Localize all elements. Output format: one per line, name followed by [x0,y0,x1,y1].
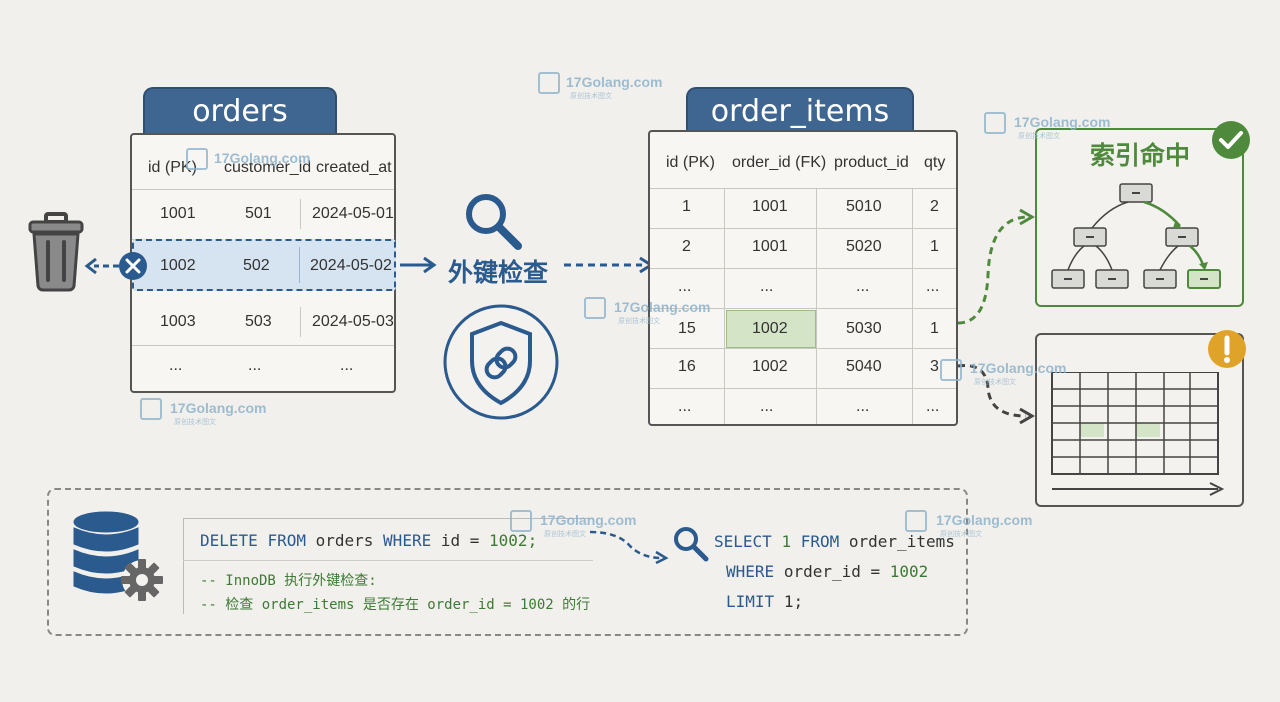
select-sql-line-1: SELECT 1 FROM order_items [714,532,955,551]
select-sql-line-2: WHERE order_id = 1002 [726,562,929,581]
watermark-sub: 原创技术图文 [174,418,216,426]
table-row: ... [678,398,692,415]
warning-icon [1208,330,1246,368]
watermark: 17Golang.com [936,512,1033,528]
table-cell: ... [340,357,354,374]
sql-panel [47,488,968,636]
watermark-logo-icon [140,398,162,420]
trash-icon [28,212,84,292]
row-to-check-arrow [400,256,437,274]
items-header-order-id: order_id (FK) [732,154,827,171]
watermark-logo-icon [984,112,1006,134]
table-cell: 2024-05-03 [312,313,394,330]
table-cell: 5020 [846,238,882,255]
select-sql-line-3: LIMIT 1; [726,592,804,611]
table-cell: 5030 [846,320,882,337]
watermark-sub: 原创技术图文 [974,378,1016,386]
btree-index-icon [1051,183,1221,289]
watermark-logo-icon [186,148,208,170]
table-row: 15 [678,320,696,337]
deleted-row-customer-id: 502 [243,257,270,274]
watermark: 17Golang.com [540,512,637,528]
fk-match-cell: 1002 [752,320,788,337]
index-hit-arrow [957,208,1035,325]
sql-search-icon [674,527,709,562]
table-cell: 1 [930,320,939,337]
watermark-sub: 原创技术图文 [1018,132,1060,140]
table-cell: ... [926,278,940,295]
table-row: 1003 [160,313,196,330]
items-header-id: id (PK) [666,154,715,171]
watermark-logo-icon [538,72,560,94]
order-items-table-title: order_items [686,87,914,133]
table-cell: 3 [930,358,939,375]
watermark: 17Golang.com [1014,114,1111,130]
watermark-logo-icon [905,510,927,532]
sql-comment-1: -- InnoDB 执行外键检查: [200,573,377,589]
delete-sql-line: DELETE FROM orders WHERE id = 1002; [200,531,538,550]
shield-link-icon [443,304,559,420]
deleted-row-id: 1002 [160,257,196,274]
database-gear-icon [73,511,163,601]
table-cell: ... [760,398,774,415]
watermark-logo-icon [584,297,606,319]
table-cell: 1001 [752,238,788,255]
table-cell: 1001 [752,198,788,215]
orders-header-customer-id: customer_id [224,159,312,176]
table-row: 16 [678,358,696,375]
sql-code-mid-rule [183,560,593,561]
table-cell: ... [926,398,940,415]
deleted-row-created-at: 2024-05-02 [310,257,392,274]
watermark: 17Golang.com [170,400,267,416]
watermark: 17Golang.com [970,360,1067,376]
order-items-table: id (PK) order_id (FK) product_id qty 1 1… [648,130,958,426]
table-cell: 501 [245,205,272,222]
watermark-logo-icon [940,359,962,381]
watermark: 17Golang.com [214,150,311,166]
sql-code-divider [183,518,184,614]
table-cell: ... [856,398,870,415]
table-row: 2 [682,238,691,255]
table-scan-grid-icon [1051,372,1225,496]
watermark-sub: 原创技术图文 [570,92,612,100]
table-row: ... [678,278,692,295]
watermark: 17Golang.com [566,74,663,90]
table-cell: ... [760,278,774,295]
table-cell: 5010 [846,198,882,215]
full-scan-arrow [957,363,1035,425]
watermark-sub: 原创技术图文 [940,530,982,538]
orders-header-id: id (PK) [148,159,197,176]
orders-table-title: orders [143,87,337,133]
table-cell: 1002 [752,358,788,375]
sql-comment-2: -- 检查 order_items 是否存在 order_id = 1002 的… [200,597,591,613]
index-hit-label: 索引命中 [1090,141,1191,170]
table-cell: ... [856,278,870,295]
watermark: 17Golang.com [614,299,711,315]
table-row: 1 [682,198,691,215]
orders-header-created-at: created_at [316,159,392,176]
delete-x-icon [119,252,147,280]
sql-flow-arrow [589,530,669,564]
items-header-qty: qty [924,154,946,171]
delete-arrow [84,257,119,275]
watermark-logo-icon [510,510,532,532]
table-cell: 5040 [846,358,882,375]
check-to-items-arrow [564,256,654,274]
fk-match-cell-highlight [726,310,816,348]
table-row: 1001 [160,205,196,222]
sql-code-top-rule [183,518,593,519]
check-icon [1212,121,1250,159]
table-cell: 2 [930,198,939,215]
watermark-sub: 原创技术图文 [544,530,586,538]
table-cell: 503 [245,313,272,330]
fk-check-label: 外键检查 [448,258,549,287]
table-row: ... [169,357,183,374]
table-cell: ... [248,357,262,374]
table-cell: 2024-05-01 [312,205,394,222]
search-icon [466,194,522,250]
items-header-product-id: product_id [834,154,909,171]
watermark-sub: 原创技术图文 [618,317,660,325]
table-cell: 1 [930,238,939,255]
